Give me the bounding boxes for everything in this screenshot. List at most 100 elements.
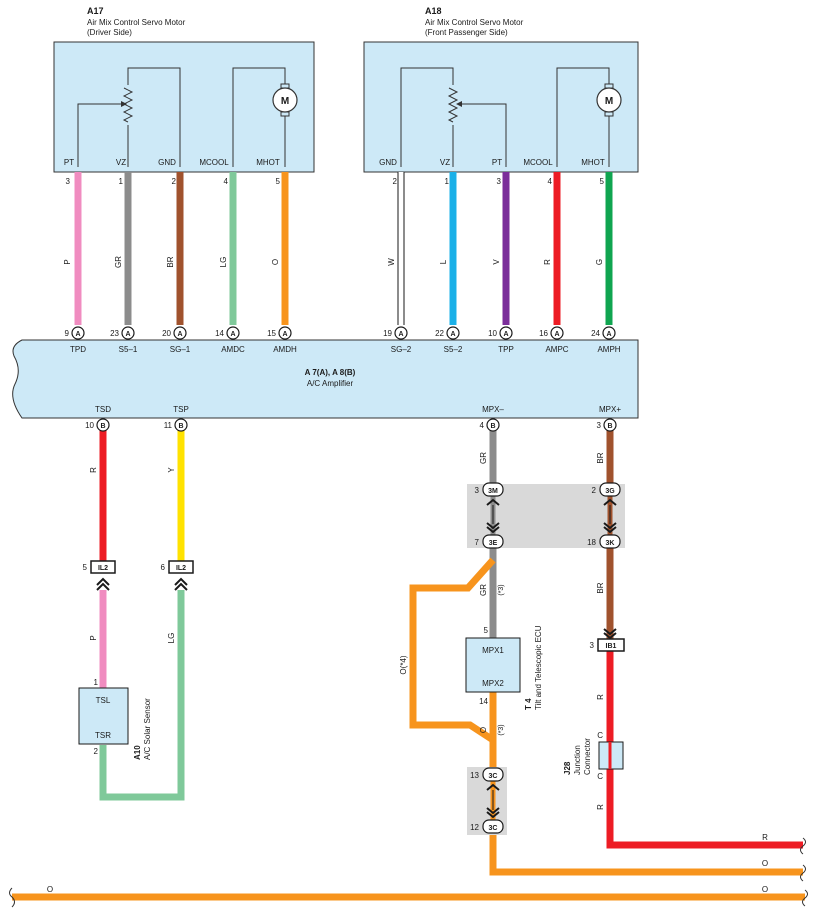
wire-color-code: L [439,259,448,264]
amp-terminal: TSD [95,405,111,414]
svg-text:3: 3 [475,486,480,495]
a18-pin-num: 3 [497,177,502,186]
amp-pin-num: 3 [597,421,602,430]
jc-3k: 3K [606,540,615,547]
wire-color-code: BR [596,452,605,463]
amp-terminal: SG–1 [170,345,191,354]
svg-text:M: M [605,96,613,107]
jc-3g: 3G [605,488,615,495]
wire-color-code: O(*4) [399,655,408,674]
svg-text:5: 5 [484,626,489,635]
svg-text:C: C [597,772,603,781]
svg-text:B: B [607,423,612,430]
a10-solar-sensor: TSL TSR 1 2 A10 A/C Solar Sensor [78,678,152,760]
a18-motor-icon [596,87,622,113]
amp-pin-num: 11 [164,421,173,430]
amp-pin-num: 14 [215,329,224,338]
a17-pin-num: 1 [119,177,124,186]
amp-terminal: MPX– [482,405,504,414]
junction-block-lower: 3C 13 3C 12 [467,767,507,835]
amp-bottom-connectors: B B B B 10 11 4 3 [85,418,617,432]
svg-text:MPX1: MPX1 [482,646,504,655]
svg-text:3: 3 [590,641,595,650]
svg-text:A: A [398,331,403,338]
a17-pin-label: MHOT [256,158,280,167]
svg-text:TSR: TSR [95,731,111,740]
svg-text:A: A [450,331,455,338]
svg-text:A: A [75,331,80,338]
amp-terminal: AMPH [597,345,620,354]
junction-block-upper: 3M 3 3E 7 3G 2 3K 18 [467,482,625,549]
a18-code: A18 [425,6,442,16]
il2-connector: IL2 5 IL2 6 [83,560,194,591]
a18-pin-label: GND [379,158,397,167]
svg-text:A: A [282,331,287,338]
a17-subtitle: (Driver Side) [87,28,132,37]
a17-pin-num: 5 [276,177,281,186]
t4-tilt-telescopic-ecu: MPX1 MPX2 5 14 T 4 Tilt and Telescopic E… [465,625,543,710]
wire-color-code: O [762,859,768,868]
amp-terminal: SG–2 [391,345,412,354]
amp-pin-num: 10 [488,329,497,338]
amp-pin-num: 9 [65,329,70,338]
wire-note: (*3) [498,584,505,595]
a17-pin-num: 3 [66,177,71,186]
svg-text:2: 2 [592,486,597,495]
wire-color-code: R [596,694,605,700]
a18-pin-label: VZ [440,158,450,167]
a18-pin-label: MCOOL [523,158,553,167]
wire-color-code: GR [114,256,123,268]
wire-color-code: V [492,259,501,265]
a10-code: A10 [133,745,142,760]
t4-title: Tilt and Telescopic ECU [534,625,543,710]
a18-pin-label: PT [492,158,502,167]
wire-color-code: R [89,467,98,473]
svg-text:M: M [281,96,289,107]
svg-text:A: A [503,331,508,338]
amp-terminal: S5–1 [119,345,138,354]
svg-text:5: 5 [83,563,88,572]
wire-color-code: R [543,259,552,265]
a18-servo-motor: A18 Air Mix Control Servo Motor (Front P… [363,6,639,173]
a18-pin-label: MHOT [581,158,605,167]
amp-title: A 7(A), A 8(B) [305,368,356,377]
wire-color-code: GR [479,584,488,596]
amp-pin-num: 10 [85,421,94,430]
a17-title: Air Mix Control Servo Motor [87,18,186,27]
amp-terminal: TPD [70,345,86,354]
a17-pin-num: 2 [172,177,177,186]
wire-color-code: BR [596,582,605,593]
t4-code: T 4 [524,698,533,710]
svg-text:14: 14 [479,697,488,706]
svg-text:A: A [554,331,559,338]
wire-color-code: Y [167,467,176,473]
a17-code: A17 [87,6,104,16]
svg-text:2: 2 [94,747,99,756]
a17-pin-label: VZ [116,158,126,167]
lower-wires: R Y GR BR P LG GR (*3) O (*3) O(*4) BR R… [9,430,808,908]
j28-title: Junction [573,745,582,775]
amp-pin-num: 24 [591,329,600,338]
svg-text:MPX2: MPX2 [482,679,504,688]
svg-text:B: B [178,423,183,430]
svg-text:12: 12 [470,823,479,832]
svg-text:13: 13 [470,771,479,780]
amp-pin-num: 23 [110,329,119,338]
wire-color-code: O [479,727,488,733]
jc-3e: 3E [489,540,498,547]
a17-pin-label: GND [158,158,176,167]
svg-text:7: 7 [475,538,480,547]
wire-color-code: G [595,259,604,265]
svg-text:B: B [100,423,105,430]
svg-text:A: A [606,331,611,338]
svg-text:A: A [177,331,182,338]
amp-terminal: S5–2 [444,345,463,354]
svg-text:1: 1 [94,678,99,687]
svg-text:B: B [490,423,495,430]
a18-pin-num: 4 [548,177,553,186]
a18-pin-num: 2 [393,177,398,186]
amp-terminal: TPP [498,345,514,354]
a18-subtitle: (Front Passenger Side) [425,28,508,37]
wire-color-code: P [89,635,98,640]
